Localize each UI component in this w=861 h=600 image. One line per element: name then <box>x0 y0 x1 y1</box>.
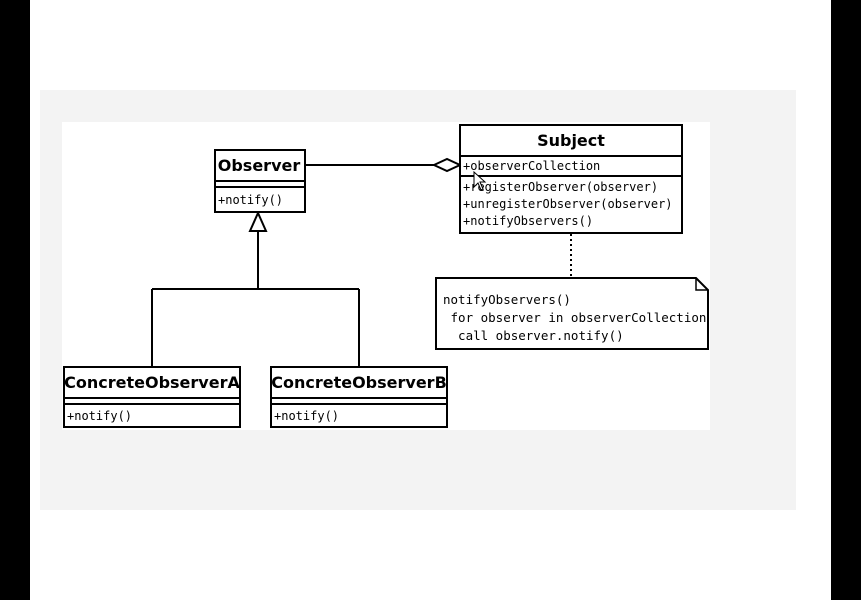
class-method: +notify() <box>274 409 339 423</box>
class-concrete-observer-b: ConcreteObserverB +notify() <box>270 366 448 428</box>
letterbox-left <box>0 0 30 600</box>
class-method: +notifyObservers() <box>463 214 593 228</box>
class-name: ConcreteObserverA <box>64 373 240 392</box>
aggregation-diamond <box>431 157 463 173</box>
class-subject: Subject +observerCollection +registerObs… <box>459 124 683 234</box>
class-observer: Observer +notify() <box>214 149 306 213</box>
class-name: ConcreteObserverB <box>271 373 447 392</box>
letterbox-right <box>831 0 861 600</box>
class-name: Observer <box>218 156 301 175</box>
class-method: +notify() <box>67 409 132 423</box>
class-method: +notify() <box>218 193 283 207</box>
class-method: +registerObserver(observer) <box>463 180 658 194</box>
note-line: notifyObservers() <box>443 292 571 307</box>
note-box: notifyObservers() for observer in observ… <box>435 277 709 350</box>
generalization-lines <box>151 210 360 367</box>
class-method: +unregisterObserver(observer) <box>463 197 673 211</box>
class-concrete-observer-a: ConcreteObserverA +notify() <box>63 366 241 428</box>
note-line: for observer in observerCollection <box>443 310 706 325</box>
aggregation-association <box>305 157 463 173</box>
class-attribute: +observerCollection <box>463 159 600 173</box>
class-name: Subject <box>537 131 605 150</box>
inheritance-triangle <box>248 210 268 232</box>
mouse-cursor-icon <box>473 170 487 191</box>
note-line: call observer.notify() <box>443 328 624 343</box>
